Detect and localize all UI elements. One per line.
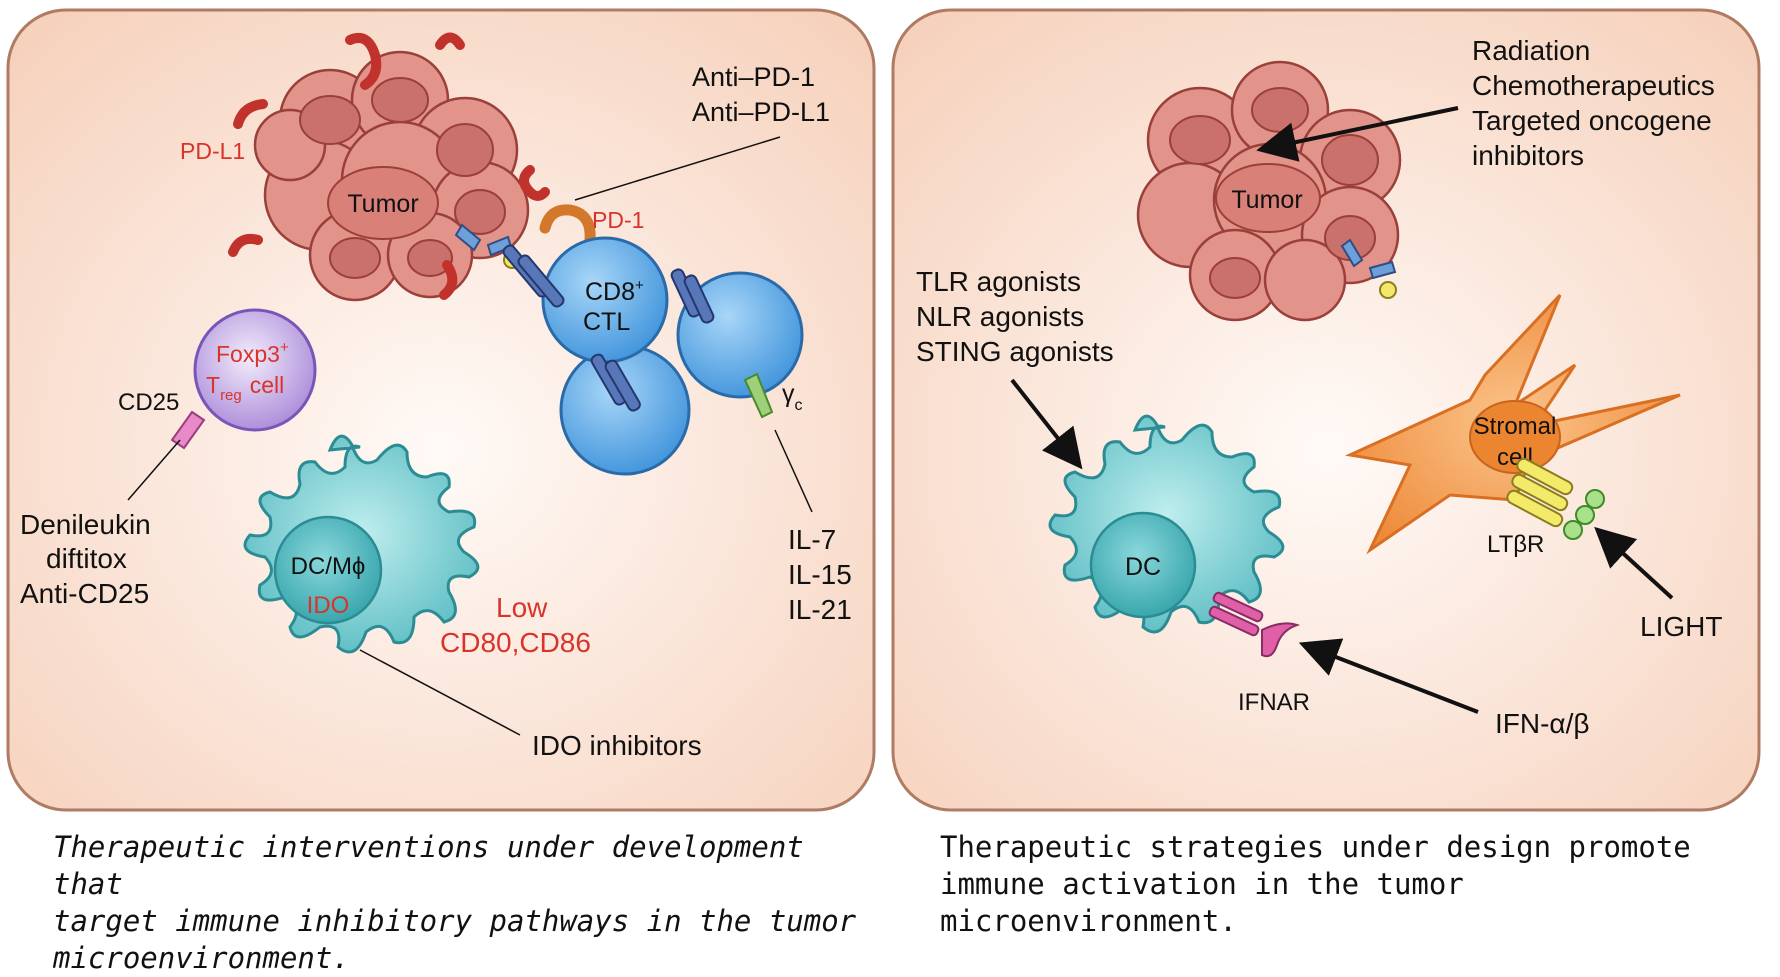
cd80-cd86-label: CD80,CD86 <box>440 627 591 658</box>
pd1-label: PD-1 <box>592 207 644 233</box>
agonists-arrow <box>1010 378 1083 470</box>
radiation-label: Radiation <box>1472 35 1590 66</box>
il15-label: IL-15 <box>788 559 852 590</box>
sting-agonists-label: STING agonists <box>916 336 1114 367</box>
cd25-pointer-line <box>127 439 181 501</box>
low-label: Low <box>496 592 548 623</box>
cd25-label: CD25 <box>118 389 179 416</box>
treg-foxp3-label: Foxp3+ <box>216 339 289 367</box>
cd8-label: CD8+ <box>585 277 644 306</box>
tumor-label-right: Tumor <box>1231 186 1302 214</box>
dc-label-right: DC <box>1125 553 1161 581</box>
inhibitors-label: inhibitors <box>1472 140 1584 171</box>
il21-label: IL-21 <box>788 594 852 625</box>
ifn-label: IFN-α/β <box>1495 708 1590 739</box>
tumor-cluster-right <box>1136 60 1402 322</box>
gamma-c-pointer-line <box>774 429 813 513</box>
dc-nucleus-right <box>1089 511 1197 619</box>
left-panel <box>6 8 876 812</box>
tlr-agonists-label: TLR agonists <box>916 266 1081 297</box>
radiation-arrow <box>1256 106 1459 162</box>
pdl1-ligands <box>228 32 550 300</box>
light-arrow <box>1594 526 1674 600</box>
pd1-receptor <box>539 204 596 246</box>
denileukin-label: Denileukin <box>20 509 151 540</box>
pdl1-label: PD-L1 <box>180 138 245 164</box>
anti-pd-pointer-line <box>574 136 781 201</box>
anti-cd25-label: Anti-CD25 <box>20 578 149 609</box>
ifn-arrow <box>1298 638 1479 714</box>
ltbr-receptor <box>1506 457 1605 540</box>
nlr-agonists-label: NLR agonists <box>916 301 1084 332</box>
antibody-right <box>1340 238 1397 299</box>
ifnar-label: IFNAR <box>1238 689 1310 716</box>
chemotherapeutics-label: Chemotherapeutics <box>1472 70 1715 101</box>
ido-pointer-line <box>359 649 521 736</box>
ltbr-label: LTβR <box>1487 531 1544 558</box>
ido-inhibitors-label: IDO inhibitors <box>532 730 702 761</box>
anti-pd1-label: Anti–PD-1 <box>692 62 815 92</box>
ctl-label: CTL <box>583 308 630 336</box>
caption-left: Therapeutic interventions under developm… <box>53 830 857 975</box>
tumor-cluster-left <box>253 50 530 302</box>
gamma-c-label: γc <box>782 380 803 414</box>
dc-macrophage-label: DC/Mϕ <box>291 553 366 580</box>
caption-right: Therapeutic strategies under design prom… <box>940 830 1691 938</box>
treg-cell <box>193 308 317 432</box>
tcr-receptors <box>502 244 715 412</box>
anti-pdl1-label: Anti–PD-L1 <box>692 97 830 127</box>
stromal-nucleus <box>1469 400 1561 474</box>
dc-macrophage-nucleus <box>273 515 383 625</box>
gamma-c-receptor <box>743 372 774 419</box>
stromal-label: Stromal <box>1474 413 1557 440</box>
il7-label: IL-7 <box>788 524 836 555</box>
cd25-receptor <box>170 410 206 450</box>
targeted-oncogene-label: Targeted oncogene <box>1472 105 1712 136</box>
cd8-ctl-cells <box>541 236 804 476</box>
light-label: LIGHT <box>1640 611 1722 642</box>
tumor-label-left: Tumor <box>347 190 418 218</box>
ido-label: IDO <box>307 592 350 619</box>
diftitox-label: diftitox <box>46 543 127 574</box>
ifnar-receptor <box>1208 591 1301 658</box>
